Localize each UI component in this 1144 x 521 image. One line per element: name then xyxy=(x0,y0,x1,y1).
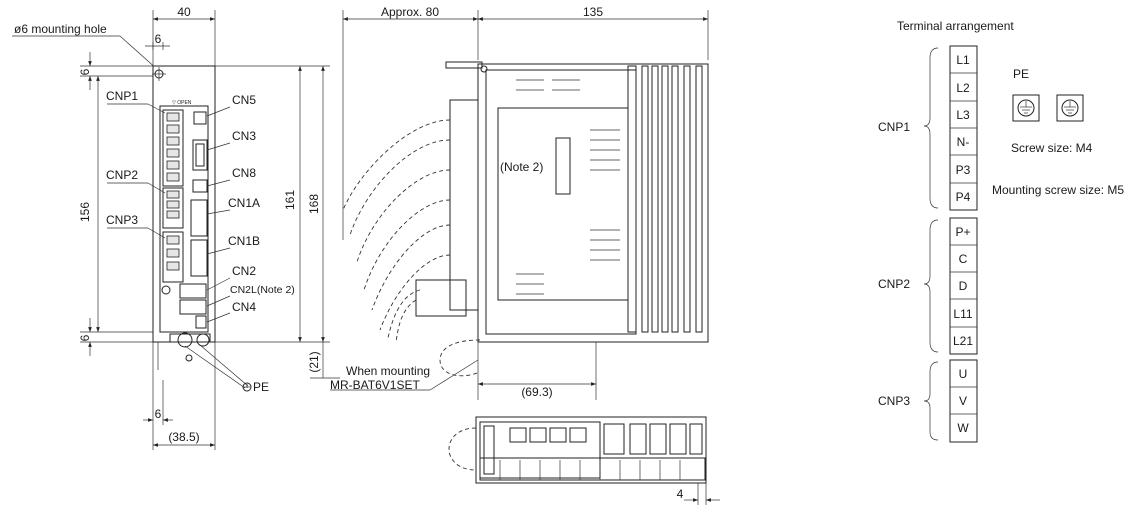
dim-168: 168 xyxy=(307,194,321,214)
mounting-screw-size: Mounting screw size: M5 xyxy=(992,183,1124,197)
terminal-l1: L1 xyxy=(956,53,970,67)
dim-135: 135 xyxy=(583,5,603,19)
terminal-c: C xyxy=(959,252,968,266)
mounting-hole-label: ø6 mounting hole xyxy=(14,22,107,36)
group-cnp2: CNP2 xyxy=(878,277,910,291)
label-cn1a: CN1A xyxy=(228,196,260,210)
terminal-l11: L11 xyxy=(953,307,972,321)
label-when-mounting: When mounting xyxy=(346,364,430,378)
pe-screw-icon xyxy=(1056,94,1084,122)
dim-156: 156 xyxy=(78,202,92,222)
cnp2-block xyxy=(162,187,184,229)
pe-screw-icon xyxy=(1012,94,1040,122)
terminal-p3: P3 xyxy=(956,163,971,177)
label-cn1b: CN1B xyxy=(228,234,260,248)
terminal-u: U xyxy=(959,367,968,381)
group-cnp3: CNP3 xyxy=(878,394,910,408)
terminal-w: W xyxy=(957,421,969,435)
terminal-l21: L21 xyxy=(953,334,973,348)
label-pe-front: PE xyxy=(253,380,269,394)
dim-69-3: (69.3) xyxy=(521,385,552,399)
terminal-v: V xyxy=(959,394,967,408)
dim-approx-80: Approx. 80 xyxy=(381,5,439,19)
label-cn8: CN8 xyxy=(232,166,256,180)
terminal-title: Terminal arrangement xyxy=(897,19,1014,33)
dim-hole-6: 6 xyxy=(155,32,162,46)
bottom-view xyxy=(448,416,720,505)
cables xyxy=(342,119,481,377)
svg-text:▽ OPEN: ▽ OPEN xyxy=(172,100,192,106)
label-cn4: CN4 xyxy=(232,300,256,314)
pe-label: PE xyxy=(1013,67,1029,81)
label-cn3: CN3 xyxy=(232,129,256,143)
terminal-l3: L3 xyxy=(956,108,970,122)
cnp1-block xyxy=(162,109,184,187)
label-cn2: CN2 xyxy=(232,264,256,278)
label-cnp1: CNP1 xyxy=(106,89,138,103)
dim-38-5: (38.5) xyxy=(168,430,199,444)
labels: 40 Approx. 80 135 6 ø6 mounting hole 6 1… xyxy=(14,5,1124,501)
terminal-l2: L2 xyxy=(956,81,970,95)
dim-4: 4 xyxy=(677,487,684,501)
dim-40: 40 xyxy=(177,5,191,19)
side-view xyxy=(330,10,709,400)
dim-top-6: 6 xyxy=(78,68,92,75)
terminal-p-plus: P+ xyxy=(955,225,970,239)
terminal-arrangement xyxy=(923,45,1084,443)
dim-161: 161 xyxy=(283,190,297,210)
terminal-n: N- xyxy=(957,135,970,149)
label-cn2l: CN2L(Note 2) xyxy=(230,284,295,296)
label-cnp2: CNP2 xyxy=(106,168,138,182)
front-view: ▽ OPEN xyxy=(12,10,340,450)
label-battery: MR-BAT6V1SET xyxy=(330,378,420,392)
label-cn5: CN5 xyxy=(232,93,256,107)
group-cnp1: CNP1 xyxy=(878,120,910,134)
cnp3-block xyxy=(162,231,184,283)
vent-slots xyxy=(516,79,620,295)
terminal-d: D xyxy=(959,279,968,293)
dim-21: (21) xyxy=(307,351,321,372)
label-note2: (Note 2) xyxy=(500,160,543,174)
dim-left-6: 6 xyxy=(155,407,162,421)
dim-bottom-6: 6 xyxy=(78,334,92,341)
terminal-p4: P4 xyxy=(956,190,971,204)
label-cnp3: CNP3 xyxy=(106,213,138,227)
screw-size: Screw size: M4 xyxy=(1011,141,1093,155)
